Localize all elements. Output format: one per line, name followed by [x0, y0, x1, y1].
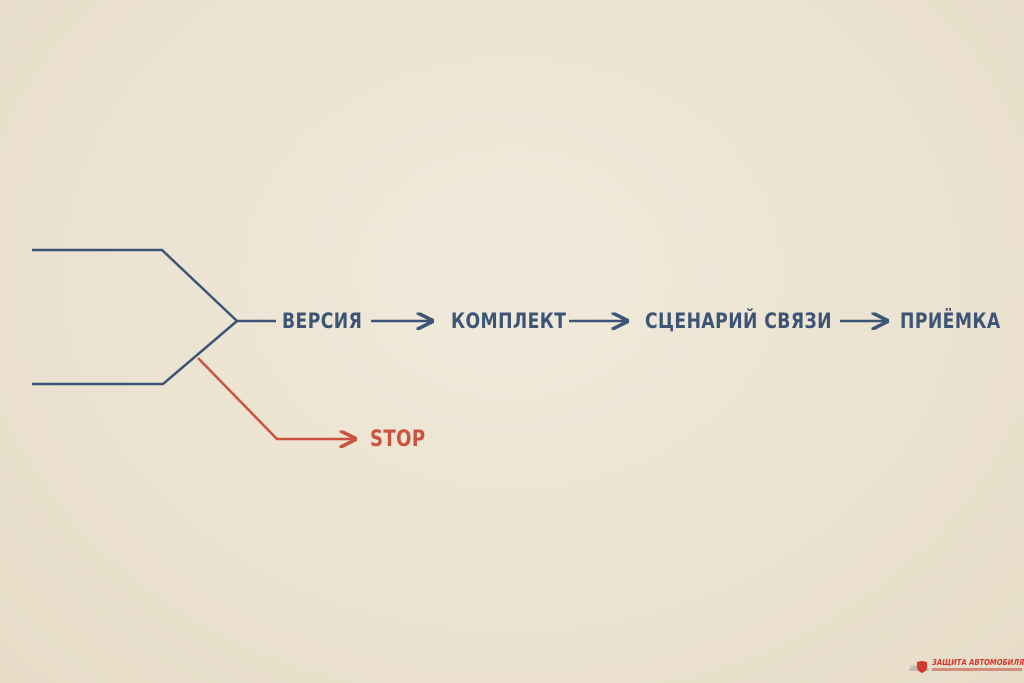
node-stop: STOP — [370, 427, 426, 452]
car-shield-icon — [909, 661, 929, 673]
logo-text: ЗАЩИТА АВТОМОБИЛЯ — [932, 658, 1024, 667]
node-kit: КОМПЛЕКТ — [451, 309, 567, 333]
brand-logo: ЗАЩИТА АВТОМОБИЛЯ — [908, 658, 1024, 676]
stop-branch-line — [197, 357, 355, 439]
input-line-top — [32, 248, 238, 322]
logo-tagline-bar — [932, 668, 1022, 671]
node-acceptance: ПРИЁМКА — [900, 309, 1001, 333]
input-line-bottom — [32, 320, 238, 386]
node-version: ВЕРСИЯ — [282, 309, 363, 333]
node-scenario: СЦЕНАРИЙ СВЯЗИ — [645, 309, 832, 333]
